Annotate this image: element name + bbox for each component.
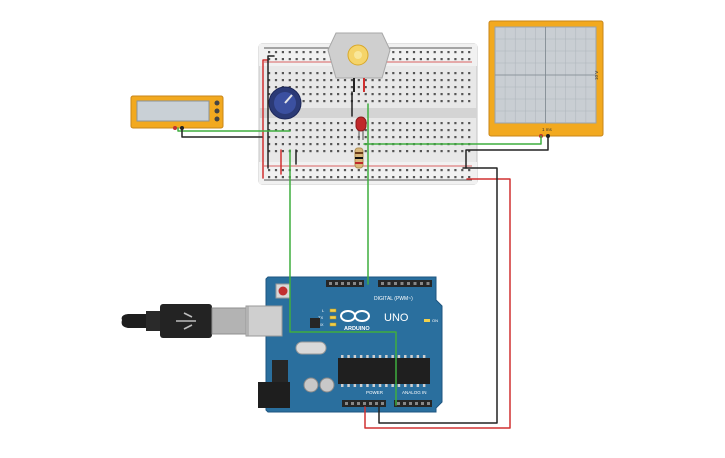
power-jack: [258, 382, 290, 408]
digital-label: DIGITAL (PWM~): [374, 296, 413, 302]
wire-scope-probe[interactable]: [363, 135, 542, 145]
multimeter-mode-knob[interactable]: [214, 100, 220, 106]
wire-pot-to-a0[interactable]: [289, 149, 397, 406]
resistor[interactable]: [354, 147, 364, 169]
red-led[interactable]: [355, 116, 367, 140]
digital-header-right: [378, 280, 432, 287]
rx-led-label: RX: [318, 322, 324, 327]
wire-5v-to-rail[interactable]: [364, 178, 511, 429]
on-led-label: ON: [432, 318, 438, 323]
capacitor-1: [303, 377, 319, 393]
analog-label: ANALOG IN: [402, 390, 427, 395]
l-led-label: L: [322, 308, 325, 313]
wire-multimeter-gnd[interactable]: [181, 127, 263, 138]
power-pin-holes: [345, 402, 430, 405]
atmega-chip: [338, 358, 430, 384]
usb-icon: [176, 312, 196, 330]
arduino-logo: [340, 310, 370, 322]
digital-pin-holes: [329, 282, 430, 285]
oscilloscope-volt-label: 10 V: [594, 71, 599, 80]
crystal: [295, 341, 327, 355]
digital-header-left: [326, 280, 364, 287]
oscilloscope-time-label: 1 ms: [542, 127, 553, 132]
arduino-uno[interactable]: DIGITAL (PWM~) L TX RX ON ARDUINO UNO: [247, 276, 443, 413]
model-text: UNO: [384, 312, 409, 324]
potentiometer[interactable]: [268, 86, 302, 120]
dc-motor[interactable]: [327, 32, 391, 92]
voltage-regulator: [272, 360, 288, 382]
wire-gnd-to-rail[interactable]: [378, 167, 498, 424]
tx-led-label: TX: [318, 315, 323, 320]
power-label: POWER: [366, 390, 384, 395]
usb-jack: [247, 305, 283, 337]
wire-scope-gnd[interactable]: [465, 135, 549, 169]
usb-chip: [310, 318, 320, 328]
analog-header: [394, 400, 432, 407]
potentiometer-wiper[interactable]: [284, 94, 293, 104]
wire-multimeter-probe[interactable]: [177, 127, 291, 132]
oscilloscope[interactable]: 1 ms 10 V: [488, 20, 604, 138]
wire-left-positive[interactable]: [262, 59, 269, 179]
reset-button[interactable]: [278, 286, 288, 296]
capacitor-2: [319, 377, 335, 393]
multimeter-display: [136, 100, 210, 122]
multimeter[interactable]: [130, 95, 224, 130]
brand-text: ARDUINO: [344, 326, 370, 332]
